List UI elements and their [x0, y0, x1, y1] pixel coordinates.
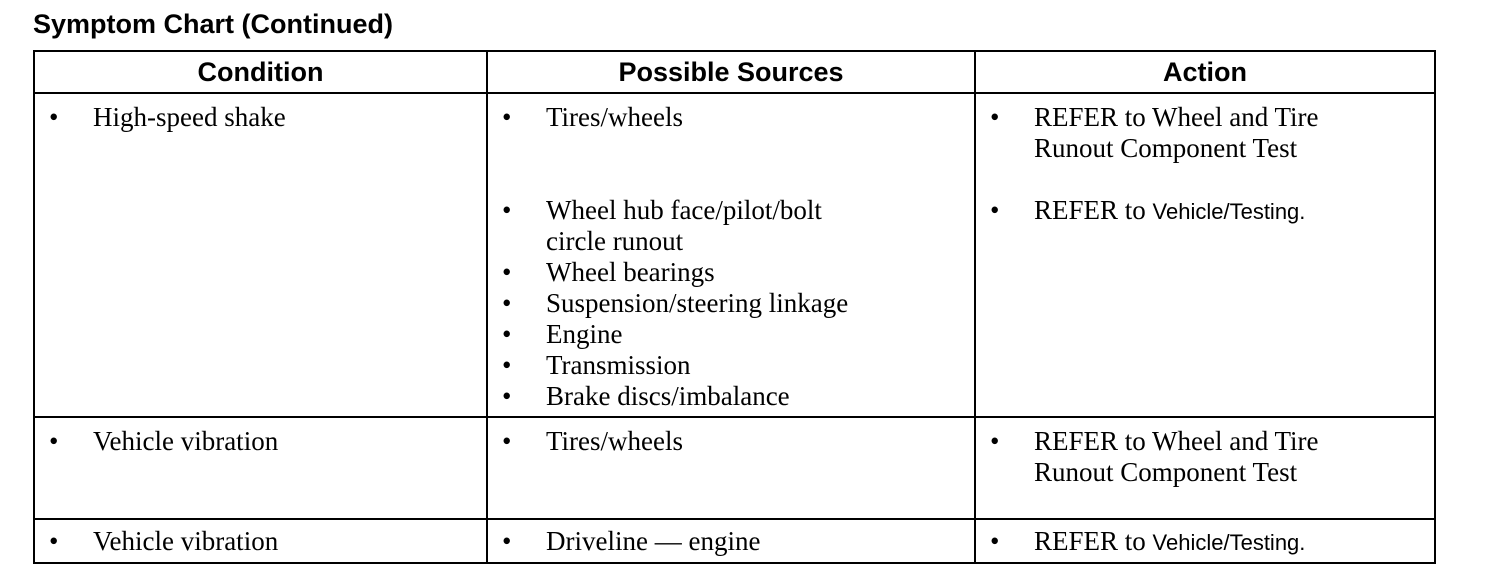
source-text: Tires/wheels — [546, 426, 684, 456]
condition-text: Vehicle vibration — [93, 526, 279, 556]
action-text: REFER to — [1034, 195, 1153, 225]
header-action: Action — [974, 50, 1436, 94]
symptom-chart-table: Condition Possible Sources Action • High-… — [33, 50, 1436, 564]
source-text: Suspension/steering linkage — [546, 288, 849, 318]
source-text: Driveline — engine — [546, 526, 761, 556]
source-text: Brake discs/imbalance — [546, 381, 790, 411]
list-item: • Tires/wheels — [500, 426, 968, 457]
bullet: • — [49, 102, 59, 132]
table-row: • Vehicle vibration • Driveline — engine •… — [33, 518, 1436, 564]
source-text: Tires/wheels — [546, 102, 684, 132]
sources-cell: • Tires/wheels — [486, 416, 976, 520]
action-text: REFER to — [1034, 526, 1153, 556]
bullet: • — [502, 319, 512, 349]
bullet: • — [49, 426, 59, 456]
sources-cell: • Tires/wheels • Wheel hub face/pilot/bolt… — [486, 92, 976, 418]
action-text: REFER to Wheel and Tire Runout Component… — [1034, 102, 1319, 163]
source-text: Engine — [546, 319, 623, 349]
list-item: • Vehicle vibration — [47, 426, 480, 457]
bullet: • — [502, 350, 512, 380]
vehicle-testing-reference: Vehicle/Testing. — [1152, 530, 1306, 555]
source-text: Wheel bearings — [546, 257, 715, 287]
condition-cell: • High-speed shake — [33, 92, 488, 418]
bullet: • — [502, 257, 512, 287]
header-possible-sources: Possible Sources — [486, 50, 976, 94]
vehicle-testing-reference: Vehicle/Testing. — [1152, 199, 1306, 224]
header-condition: Condition — [33, 50, 488, 94]
list-item: • Vehicle vibration — [47, 526, 480, 557]
sources-cell: • Driveline — engine — [486, 518, 976, 564]
bullet: • — [502, 381, 512, 411]
list-item: • REFER to Vehicle/Testing. — [988, 195, 1428, 227]
list-item: • REFER to Wheel and Tire Runout Componen… — [988, 426, 1428, 488]
bullet: • — [990, 102, 1000, 132]
list-item: • Suspension/steering linkage — [500, 288, 968, 319]
bullet: • — [502, 288, 512, 318]
page-title: Symptom Chart (Continued) — [33, 9, 393, 39]
list-item: • High-speed shake — [47, 102, 480, 133]
bullet: • — [990, 426, 1000, 456]
bullet: • — [49, 526, 59, 556]
condition-cell: • Vehicle vibration — [33, 416, 488, 520]
source-text: Transmission — [546, 350, 691, 380]
condition-text: Vehicle vibration — [93, 426, 279, 456]
bullet: • — [502, 426, 512, 456]
bullet: • — [990, 195, 1000, 225]
action-cell: • REFER to Wheel and Tire Runout Componen… — [974, 416, 1436, 520]
bullet: • — [502, 102, 512, 132]
list-item: • Engine — [500, 319, 968, 350]
list-item: • REFER to Vehicle/Testing. — [988, 526, 1428, 558]
list-item: • Tires/wheels — [500, 102, 968, 133]
condition-text: High-speed shake — [93, 102, 286, 132]
bullet: • — [502, 526, 512, 556]
list-item: • REFER to Wheel and Tire Runout Componen… — [988, 102, 1428, 164]
list-item: • Wheel bearings — [500, 257, 968, 288]
action-text: REFER to Wheel and Tire Runout Component… — [1034, 426, 1319, 487]
list-item: • Transmission — [500, 350, 968, 381]
action-cell: • REFER to Wheel and Tire Runout Componen… — [974, 92, 1436, 418]
table-row: • Vehicle vibration • Tires/wheels • REFER … — [33, 416, 1436, 520]
list-item: • Brake discs/imbalance — [500, 381, 968, 412]
action-cell: • REFER to Vehicle/Testing. — [974, 518, 1436, 564]
table-header-row: Condition Possible Sources Action — [33, 50, 1436, 94]
bullet: • — [990, 526, 1000, 556]
condition-cell: • Vehicle vibration — [33, 518, 488, 564]
bullet: • — [502, 195, 512, 225]
list-item: • Wheel hub face/pilot/bolt circle runout — [500, 195, 968, 257]
list-item: • Driveline — engine — [500, 526, 968, 557]
source-text: Wheel hub face/pilot/bolt circle runout — [546, 195, 822, 256]
table-row: • High-speed shake • Tires/wheels • Wheel h… — [33, 92, 1436, 418]
